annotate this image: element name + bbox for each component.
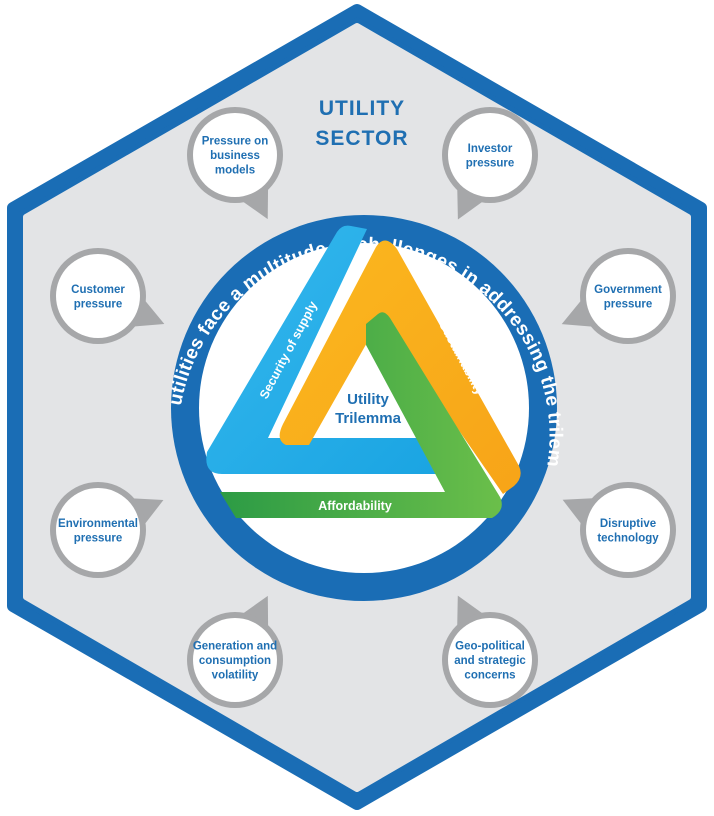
bubble-label-line: business bbox=[210, 150, 260, 162]
bubble-label-line: Investor bbox=[468, 143, 513, 155]
bubble-label-line: pressure bbox=[74, 532, 123, 544]
trilemma-title-line2: Trilemma bbox=[335, 410, 402, 427]
bubble-face bbox=[586, 254, 670, 338]
bubble-face bbox=[586, 488, 670, 572]
bubble-geo-political-and-strategic-concerns: Geo-political and strategic concerns bbox=[442, 595, 538, 708]
bubble-label-line: Environmental bbox=[58, 518, 138, 530]
bubble-face bbox=[193, 113, 277, 197]
bubble-label-line: Geo-political bbox=[455, 641, 525, 653]
bubble-face bbox=[193, 618, 277, 702]
bubble-label-line: pressure bbox=[74, 298, 123, 310]
bubble-label-line: pressure bbox=[604, 298, 653, 310]
bubble-label-line: pressure bbox=[466, 157, 515, 169]
sector-title-line2: SECTOR bbox=[315, 127, 408, 150]
sustainability-side bbox=[279, 240, 521, 494]
bubble-government-pressure: Government pressure bbox=[561, 248, 676, 344]
bubble-label-line: Pressure on bbox=[202, 136, 268, 148]
bubble-face bbox=[56, 488, 140, 572]
bubble-investor-pressure: Investor pressure bbox=[442, 107, 538, 220]
bubble-label-line: and strategic bbox=[454, 655, 526, 667]
affordability-label: Affordability bbox=[318, 499, 392, 513]
bubble-label-line: technology bbox=[597, 532, 659, 544]
pressure-bubbles: Pressure on business models Investor pressur… bbox=[50, 107, 676, 708]
bubble-label-line: volatility bbox=[212, 670, 259, 682]
security-of-supply-side bbox=[206, 225, 444, 474]
bubble-face bbox=[448, 618, 532, 702]
bubble-generation-and-consumption-volatility: Generation and consumption volatility bbox=[187, 595, 283, 708]
bubble-label-line: Disruptive bbox=[600, 518, 656, 530]
bubble-face bbox=[56, 254, 140, 338]
bubble-customer-pressure: Customer pressure bbox=[50, 248, 165, 344]
bubble-label-line: Customer bbox=[71, 284, 125, 296]
bubble-label-line: Generation and bbox=[193, 641, 277, 653]
bubble-label-line: Government bbox=[594, 284, 662, 296]
sector-title-line1: UTILITY bbox=[319, 97, 405, 120]
bubble-label-line: models bbox=[215, 165, 255, 177]
bubble-environmental-pressure: Environmental pressure bbox=[50, 482, 164, 578]
bubble-label-line: consumption bbox=[199, 655, 271, 667]
bubble-label-line: concerns bbox=[464, 670, 515, 682]
affordability-side bbox=[220, 312, 502, 518]
bubble-pressure-on-business-models: Pressure on business models bbox=[187, 107, 283, 220]
bubble-disruptive-technology: Disruptive technology bbox=[562, 482, 676, 578]
bubble-face bbox=[448, 113, 532, 197]
trilemma-title-line1: Utility bbox=[347, 391, 389, 408]
